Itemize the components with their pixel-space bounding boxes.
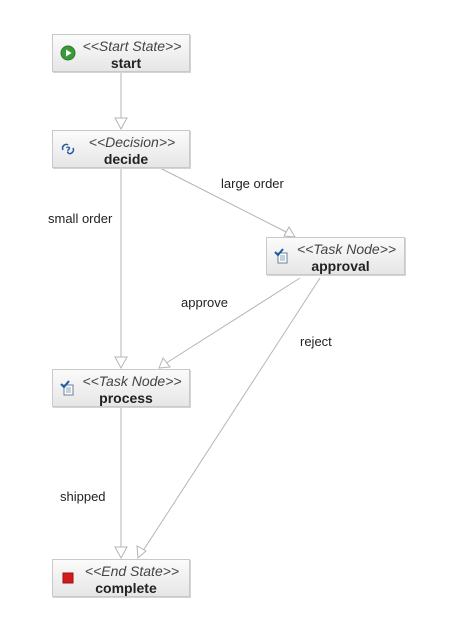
task-icon xyxy=(274,248,288,264)
node-name: decide xyxy=(103,151,149,167)
node-name: approval xyxy=(311,258,370,274)
node-name: start xyxy=(110,55,142,71)
node-stereotype: <<End State>> xyxy=(84,563,180,579)
decision-icon: ? xyxy=(61,143,75,156)
task-icon xyxy=(60,380,74,396)
edge-decide-approval[interactable] xyxy=(159,167,295,237)
node-complete[interactable]: <<End State>> complete xyxy=(52,559,190,597)
node-process[interactable]: <<Task Node>> process xyxy=(52,369,190,407)
stop-icon xyxy=(62,572,74,584)
arrowhead-decide-approval xyxy=(283,226,296,238)
edge-label-small-order: small order xyxy=(48,211,113,226)
node-stereotype: <<Start State>> xyxy=(82,38,182,54)
node-name: complete xyxy=(95,580,157,596)
arrowhead-start-decide xyxy=(114,117,128,131)
arrowhead-approval-complete xyxy=(136,545,147,560)
edge-label-approve: approve xyxy=(181,295,228,310)
node-stereotype: <<Decision>> xyxy=(88,134,176,150)
edge-approval-complete[interactable] xyxy=(138,277,321,558)
arrowhead-decide-process xyxy=(114,356,128,370)
edge-approval-process[interactable] xyxy=(159,277,301,368)
node-stereotype: <<Task Node>> xyxy=(296,241,397,257)
arrowhead-process-complete xyxy=(114,546,128,560)
arrowhead-approval-process xyxy=(158,357,171,369)
node-approval[interactable]: <<Task Node>> approval xyxy=(266,237,405,275)
node-start[interactable]: <<Start State>> start xyxy=(52,34,190,72)
node-stereotype: <<Task Node>> xyxy=(82,373,182,389)
svg-text:?: ? xyxy=(66,146,71,156)
edge-label-reject: reject xyxy=(300,334,332,349)
play-icon xyxy=(60,45,76,61)
edge-label-shipped: shipped xyxy=(60,489,106,504)
edge-label-large-order: large order xyxy=(221,176,284,191)
node-name: process xyxy=(99,390,153,406)
node-decide[interactable]: ? <<Decision>> decide xyxy=(52,130,190,168)
